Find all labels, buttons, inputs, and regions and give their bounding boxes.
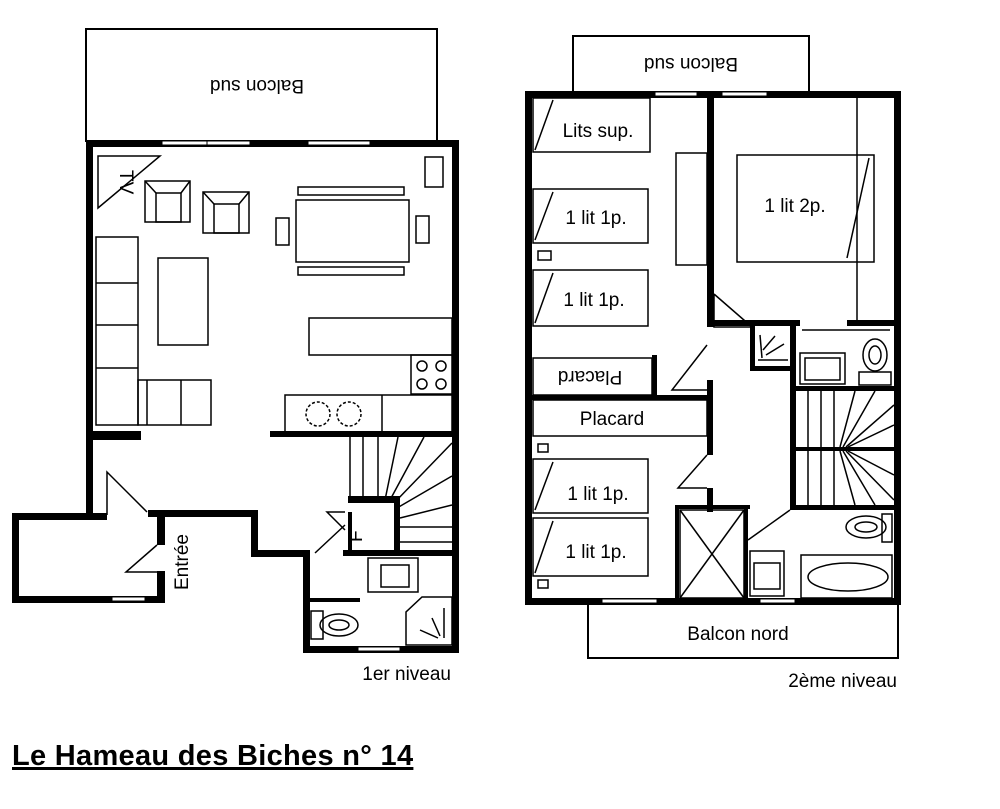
closet: Placard bbox=[532, 399, 708, 437]
door bbox=[325, 511, 346, 531]
staircase-2 bbox=[807, 390, 895, 506]
cabinet bbox=[424, 156, 444, 188]
single-bed: 1 lit 1p. bbox=[532, 269, 649, 327]
entrance-label: Entrée bbox=[172, 534, 193, 590]
sofa bbox=[95, 236, 212, 426]
extra-beds-label: Lits sup. bbox=[563, 121, 634, 142]
tv-unit bbox=[97, 155, 163, 210]
double-bed: 1 lit 2p. bbox=[736, 154, 875, 263]
dining-table bbox=[275, 186, 430, 276]
bed-label: 1 lit 1p. bbox=[565, 208, 626, 229]
balcony-north-label: Balcon nord bbox=[687, 624, 788, 645]
page-title: Le Hameau des Biches n° 14 bbox=[12, 740, 414, 772]
kitchen bbox=[284, 317, 453, 433]
closet: Placard bbox=[532, 357, 653, 396]
bed-label: 1 lit 1p. bbox=[565, 542, 626, 563]
balcony-south-1-label: Balcon sud bbox=[210, 75, 304, 96]
single-bed: 1 lit 1p. bbox=[532, 458, 649, 514]
wall bbox=[86, 140, 93, 520]
entrance-door bbox=[123, 544, 158, 573]
bed-label: 1 lit 1p. bbox=[567, 484, 628, 505]
level-1-plan: Balcon sud TV bbox=[12, 28, 459, 685]
coffee-table bbox=[157, 257, 209, 346]
level-2-plan: Balcon sud Balcon nord bbox=[525, 35, 901, 692]
closet-label: Placard bbox=[580, 409, 644, 430]
wall bbox=[86, 140, 459, 147]
closet-label: Placard bbox=[558, 366, 622, 387]
bed-label: 1 lit 1p. bbox=[563, 290, 624, 311]
armchair bbox=[144, 180, 191, 223]
double-bed-label: 1 lit 2p. bbox=[764, 196, 825, 217]
balcony-south-2-label: Balcon sud bbox=[644, 53, 738, 74]
level-1-caption: 1er niveau bbox=[362, 664, 451, 685]
staircase-1 bbox=[343, 436, 459, 556]
extra-beds: Lits sup. bbox=[532, 97, 651, 153]
armchair bbox=[202, 191, 250, 234]
single-bed: 1 lit 1p. bbox=[532, 188, 649, 244]
level-2-caption: 2ème niveau bbox=[788, 671, 897, 692]
entry-hall-door bbox=[106, 470, 148, 515]
bathroom-1 bbox=[310, 557, 453, 646]
fridge-label: F bbox=[346, 530, 367, 542]
single-bed: 1 lit 1p. bbox=[532, 517, 649, 577]
wall bbox=[452, 140, 459, 652]
bathroom-2-upper bbox=[758, 329, 892, 386]
tv-label: TV bbox=[115, 170, 136, 195]
bathroom-2-lower bbox=[679, 509, 893, 599]
wardrobe bbox=[675, 152, 708, 266]
